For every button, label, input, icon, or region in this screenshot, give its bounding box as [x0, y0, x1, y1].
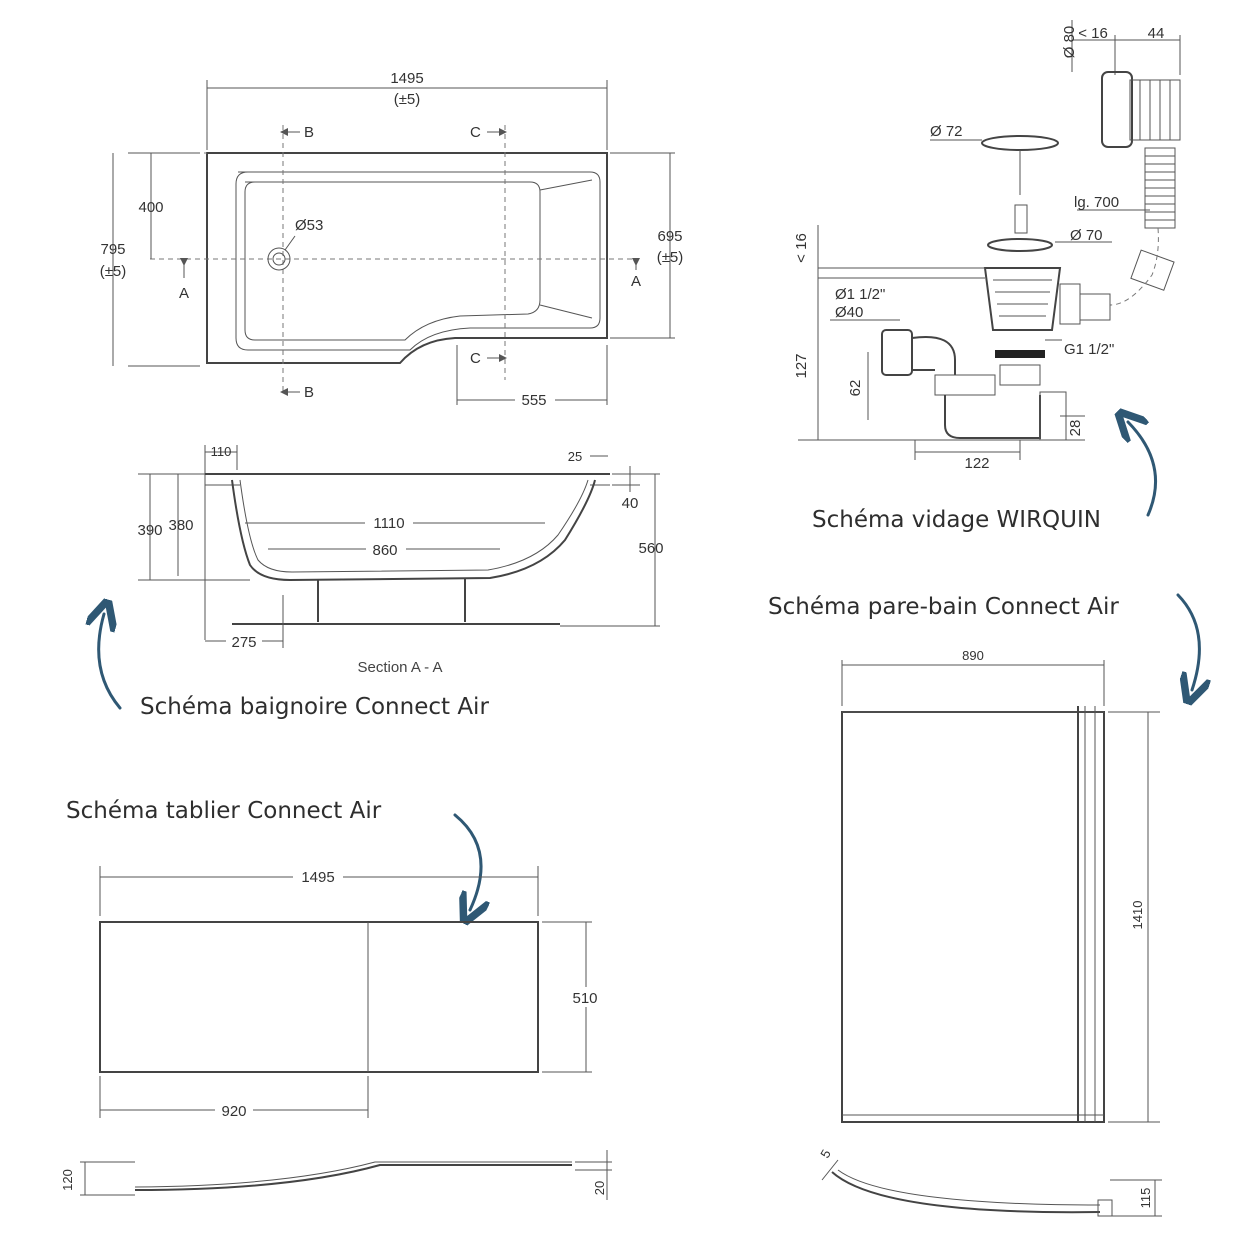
screen-plan-curve — [831, 1171, 1101, 1214]
section-marker-c-top: C — [470, 124, 481, 141]
height-380-label: 380 — [168, 517, 193, 534]
right-depth-tolerance: (±5) — [657, 249, 684, 266]
section-marker-c-bottom: C — [470, 350, 481, 367]
bathtub-plan-view: 1495 (±5) Ø53 795 (±5) 400 695 (±5) — [100, 70, 684, 409]
plan-depth-tolerance: (±5) — [100, 263, 127, 280]
panel-height-label: 510 — [572, 990, 597, 1007]
drain-lt16-top-label: < 16 — [1078, 25, 1108, 42]
panel-thickness-label: 20 — [592, 1181, 607, 1195]
plan-width-label: 1495 — [390, 70, 423, 87]
height-390-label: 390 — [137, 522, 162, 539]
apron-panel — [99, 921, 539, 1073]
drain-28-label: 28 — [1067, 420, 1084, 437]
offset-275-label: 275 — [231, 634, 256, 651]
drain-d80-label: Ø 80 — [1061, 26, 1078, 59]
plug-cap — [981, 135, 1059, 151]
overflow-cover — [1101, 71, 1133, 148]
drain-d70-label: Ø 70 — [1070, 227, 1103, 244]
bathtub-inner-rim — [235, 171, 601, 351]
drain-d1-1-2-label: Ø1 1/2" — [835, 286, 885, 303]
plan-width-tolerance: (±5) — [394, 91, 421, 108]
rim-40-label: 40 — [622, 495, 639, 512]
section-marker-a-left: A — [179, 285, 189, 302]
panel-920-label: 920 — [221, 1103, 246, 1120]
drain-lg700-label: lg. 700 — [1074, 194, 1119, 211]
drain-g1-1-2-label: G1 1/2" — [1064, 341, 1114, 358]
rim-110-label: 110 — [211, 444, 232, 459]
caption-drain: Schéma vidage WIRQUIN — [812, 507, 1101, 533]
rim-25-label: 25 — [568, 449, 582, 464]
caption-panel: Schéma tablier Connect Air — [66, 798, 382, 824]
section-marker-b-top: B — [304, 124, 314, 141]
drain-d40-label: Ø40 — [835, 304, 863, 321]
drain-127-label: 127 — [793, 353, 810, 378]
bathtub-basin — [244, 181, 541, 341]
height-560-label: 560 — [638, 540, 663, 557]
caption-arrow-screen — [1176, 593, 1199, 690]
panel-width-label: 1495 — [301, 869, 334, 886]
drain-d72-label: Ø 72 — [930, 123, 963, 140]
drain-hole — [267, 247, 291, 271]
drain-lt16-side-label: < 16 — [793, 233, 810, 263]
section-marker-a-right: A — [631, 273, 641, 290]
screen-drawing: 890 1410 5 115 — [817, 648, 1162, 1217]
offset-400-label: 400 — [138, 199, 163, 216]
drain-44-label: 44 — [1148, 25, 1165, 42]
caption-screen: Schéma pare-bain Connect Air — [768, 594, 1119, 620]
bathtub-section-view: 110 25 390 380 40 560 1110 — [137, 444, 663, 676]
screen-panel — [841, 711, 1105, 1123]
drain-diameter-label: Ø53 — [295, 217, 323, 234]
panel-drawing: 1495 510 920 120 20 — [60, 866, 612, 1200]
screen-thickness-label: 5 — [817, 1147, 834, 1161]
caption-arrow-drain — [1128, 422, 1158, 517]
caption-arrow-bathtub — [99, 614, 122, 710]
right-depth-label: 695 — [657, 228, 682, 245]
panel-depth-label: 120 — [60, 1169, 75, 1191]
caption-bathtub: Schéma baignoire Connect Air — [140, 694, 489, 720]
drain-schematic: < 16 44 Ø 80 lg. 700 Ø 72 Ø 70 — [793, 20, 1181, 472]
width-1110-label: 1110 — [373, 515, 404, 532]
plan-depth-label: 795 — [100, 241, 125, 258]
screen-width-label: 890 — [962, 648, 984, 663]
drain-body — [983, 267, 1062, 331]
screen-height-label: 1410 — [1130, 901, 1145, 930]
narrow-length-label: 555 — [521, 392, 546, 409]
section-marker-b-bottom: B — [304, 384, 314, 401]
tub-section-profile — [231, 479, 596, 582]
screen-depth-label: 115 — [1138, 1188, 1153, 1209]
drain-122-label: 122 — [964, 455, 989, 472]
drain-62-label: 62 — [847, 380, 864, 397]
panel-plan-profile — [134, 1164, 572, 1191]
caption-arrow-panel — [453, 813, 481, 910]
width-860-label: 860 — [372, 542, 397, 559]
section-title: Section A - A — [357, 659, 442, 676]
trap-bend — [944, 395, 1041, 439]
bathtub-outline — [206, 152, 608, 364]
trap-inlet — [881, 329, 913, 376]
